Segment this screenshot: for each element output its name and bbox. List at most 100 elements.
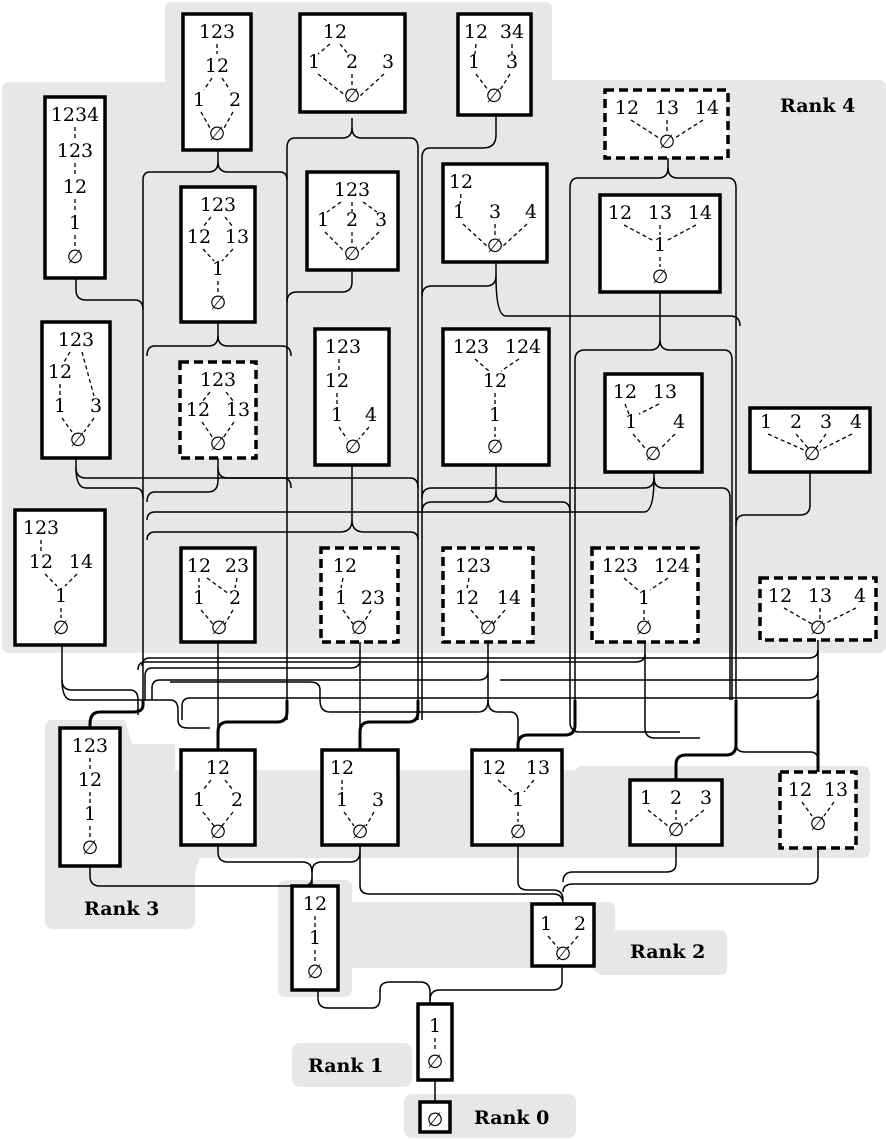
connector-line — [667, 167, 737, 700]
node-label: 13 — [526, 757, 550, 779]
empty-set-symbol: ∅ — [659, 131, 676, 153]
node-edge — [221, 77, 231, 91]
node-label: 2 — [229, 587, 241, 609]
node-label: 2 — [346, 51, 358, 73]
connector-line — [351, 127, 419, 720]
node-label: 12 — [613, 381, 637, 403]
connector-line — [495, 491, 571, 513]
node-edge — [324, 231, 346, 253]
cover-relations — [61, 115, 820, 1102]
node-label: 123 — [325, 336, 361, 358]
empty-set-symbol: ∅ — [344, 243, 361, 265]
thick-connector-line — [358, 700, 420, 750]
node-label: 3 — [90, 395, 102, 417]
connector-line — [562, 848, 819, 893]
connector-line — [217, 467, 292, 489]
node-label: 2 — [790, 411, 802, 433]
node-edge — [224, 216, 234, 228]
node-label: 123 — [199, 21, 235, 43]
node-label: 13 — [226, 399, 250, 421]
node-edge — [462, 223, 488, 247]
thick-connector-line — [516, 700, 577, 750]
connector-line — [146, 322, 219, 357]
node-edge — [340, 577, 344, 589]
node-box — [590, 546, 700, 644]
node-edge — [523, 779, 535, 793]
node-edge — [630, 119, 660, 139]
node-label: 14 — [688, 202, 712, 224]
rank-2-label: Rank 2 — [630, 941, 705, 963]
node-label: 12 — [206, 757, 230, 779]
node-edge — [647, 809, 669, 827]
node-edge — [362, 201, 378, 213]
connector-line — [217, 845, 313, 886]
node-edge — [783, 607, 813, 625]
node-label: 1 — [54, 395, 66, 417]
empty-set-symbol: ∅ — [555, 943, 572, 965]
connector-line — [500, 650, 819, 681]
connector-line — [562, 845, 677, 883]
node-edge — [475, 73, 489, 91]
node-edge — [342, 609, 354, 625]
node-label: 12 — [333, 555, 357, 577]
node-edge — [202, 216, 212, 228]
empty-set-symbol: ∅ — [307, 961, 324, 983]
empty-set-symbol: ∅ — [427, 1109, 444, 1131]
node-label: 123 — [23, 517, 59, 539]
node-edge — [44, 573, 58, 587]
empty-set-symbol: ∅ — [209, 123, 226, 145]
node-edge — [317, 43, 331, 55]
node-label: 4 — [854, 585, 866, 607]
empty-set-symbol: ∅ — [810, 813, 827, 835]
node-label: 4 — [850, 411, 862, 433]
connector-line — [421, 465, 497, 513]
empty-set-symbol: ∅ — [67, 246, 84, 268]
thick-connector-line — [674, 700, 738, 780]
region-rank-2 — [278, 880, 727, 997]
node-label: 12 — [63, 176, 87, 198]
connector-line — [61, 645, 139, 715]
node-edge — [649, 577, 669, 591]
rank-1-label: Rank 1 — [308, 1055, 383, 1077]
node-label: 3 — [375, 209, 387, 231]
node-label: 1 — [84, 803, 96, 825]
node-label: 1 — [331, 404, 343, 426]
node-label: 1 — [453, 201, 465, 223]
node-label: 3 — [506, 51, 518, 73]
node-label: 123 — [200, 369, 236, 391]
empty-set-symbol: ∅ — [510, 821, 527, 843]
node-label: 1 — [336, 789, 348, 811]
node-label: 3 — [820, 411, 832, 433]
node-label: 12 — [323, 21, 347, 43]
node-edge — [201, 391, 211, 403]
empty-set-symbol: ∅ — [486, 85, 503, 107]
connector-line — [487, 699, 519, 750]
node-label: 4 — [365, 404, 377, 426]
empty-set-symbol: ∅ — [53, 617, 70, 639]
connector-line — [735, 700, 819, 761]
connector-line — [286, 118, 353, 180]
connector-line — [653, 477, 731, 700]
empty-set-symbol: ∅ — [351, 617, 368, 639]
node-r0: ∅ — [418, 1100, 452, 1134]
node-edge — [474, 43, 477, 55]
node-edge — [339, 43, 349, 55]
node-label: 1 — [489, 404, 501, 426]
connector-line — [569, 700, 680, 733]
node-label: 1 — [55, 585, 67, 607]
node-edge — [632, 433, 646, 449]
node-edge — [801, 801, 813, 817]
node-box — [441, 327, 551, 467]
node-edge — [502, 223, 528, 247]
node-label: 12 — [29, 551, 53, 573]
empty-set-symbol: ∅ — [70, 429, 87, 451]
